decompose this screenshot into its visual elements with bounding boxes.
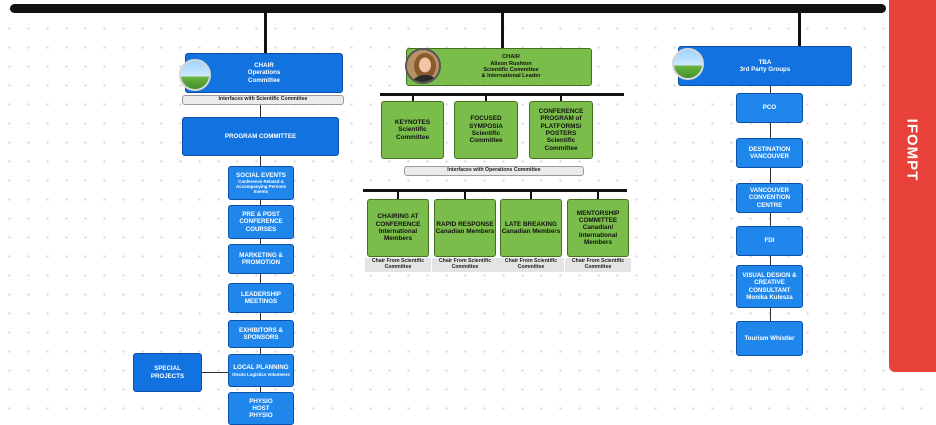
focused-symposia-title: FOCUSED SYMPOSIA — [469, 115, 503, 130]
scientific-chair-line1: CHAIR — [502, 54, 520, 61]
keynotes-title: KEYNOTES — [394, 118, 431, 126]
third-party-avatar — [672, 48, 704, 80]
side-tab[interactable] — [889, 0, 936, 372]
scientific-interface-note: Interfaces with Operations Committee — [404, 166, 584, 176]
focused-symposia-box[interactable]: FOCUSED SYMPOSIA Scientific Committee — [454, 101, 518, 159]
center-top-hline — [380, 93, 624, 96]
visual-design-sub: Monika Kulesza — [746, 293, 793, 301]
conference-program-box[interactable]: CONFERENCE PROGRAM of PLATFORMS/ POSTERS… — [529, 101, 593, 159]
mentorship-sub: Canadian/ International Members — [578, 224, 618, 247]
platforms-drop — [560, 93, 562, 101]
mentorship-title: MENTORSHIP COMMITTEE — [576, 209, 620, 224]
right-spine-line — [770, 86, 771, 348]
rapid-response-sub: Canadian Members — [435, 228, 495, 235]
late-breaking-title: LATE BREAKING — [504, 220, 558, 228]
pre-post-courses-box[interactable]: PRE & POST CONFERENCE COURSES — [228, 205, 294, 239]
operations-chair-line3: Committee — [248, 76, 280, 84]
tourism-whistler-box[interactable]: Tourism Whistler — [736, 321, 803, 356]
keynotes-drop — [412, 93, 414, 101]
mentorship-note: Chair From Scientific Committee — [565, 258, 631, 272]
conference-program-title: CONFERENCE PROGRAM of PLATFORMS/ POSTERS — [538, 107, 584, 137]
late-breaking-sub: Canadian Members — [501, 228, 561, 235]
person-portrait-icon — [407, 50, 439, 82]
pco-box[interactable]: PCO — [736, 93, 803, 123]
vancouver-convention-centre-box[interactable]: VANCOUVER CONVENTION CENTRE — [736, 183, 803, 213]
third-party-chair-box[interactable]: TBA 3rd Party Groups — [678, 46, 852, 86]
chair-photo — [405, 48, 441, 84]
focused-symposia-sub: Scientific Committee — [469, 130, 503, 145]
operations-chair-box[interactable]: CHAIR Operations Committee — [185, 53, 343, 93]
program-committee-box[interactable]: PROGRAM COMMITTEE — [182, 117, 339, 156]
chairing-sub: International Members — [378, 228, 418, 243]
special-projects-box[interactable]: SPECIAL PROJECTS — [133, 353, 202, 392]
side-tab-label: IFOMPT — [903, 118, 921, 182]
visual-design-box[interactable]: VISUAL DESIGN & CREATIVE CONSULTANT Moni… — [736, 265, 803, 308]
marketing-promotion-box[interactable]: MARKETING & PROMOTION — [228, 244, 294, 274]
left-drop-line — [264, 12, 267, 54]
chairing-box[interactable]: CHAIRING AT CONFERENCE International Mem… — [367, 199, 429, 257]
fdi-box[interactable]: FDI — [736, 226, 803, 256]
rapid-drop — [464, 189, 466, 199]
chairing-note: Chair From Scientific Committee — [365, 258, 431, 272]
center-bottom-hline — [363, 189, 627, 192]
third-party-chair-line2: 3rd Party Groups — [739, 66, 791, 73]
third-party-chair-line1: TBA — [758, 58, 772, 66]
rapid-response-title: RAPID RESPONSE — [436, 220, 494, 228]
visual-design-title: VISUAL DESIGN & CREATIVE CONSULTANT — [742, 272, 797, 294]
top-connector-line — [10, 4, 886, 13]
local-planning-title: LOCAL PLANNING — [233, 364, 289, 372]
symposia-drop — [485, 93, 487, 101]
center-drop-line — [501, 12, 504, 48]
late-note: Chair From Scientific Committee — [498, 258, 564, 272]
mentorship-box[interactable]: MENTORSHIP COMMITTEE Canadian/ Internati… — [567, 199, 629, 257]
social-events-sub: Conference Related & Accompanying Person… — [235, 178, 287, 195]
chairing-title: CHAIRING AT CONFERENCE — [375, 213, 421, 228]
late-breaking-box[interactable]: LATE BREAKING Canadian Members — [500, 199, 562, 257]
social-events-box[interactable]: SOCIAL EVENTS Conference Related & Accom… — [228, 166, 294, 200]
destination-vancouver-box[interactable]: DESTINATION VANCOUVER — [736, 138, 803, 168]
scientific-chair-line3: Scientific Committee — [483, 67, 539, 73]
operations-chair-line1: CHAIR — [254, 62, 274, 70]
local-planning-box[interactable]: LOCAL PLANNING Onsite Logistics Voluntee… — [228, 354, 294, 387]
leadership-meetings-box[interactable]: LEADERSHIP MEETINGS — [228, 283, 294, 313]
scientific-chair-line4: & International Leader — [481, 73, 541, 80]
local-planning-sub: Onsite Logistics Volunteers — [232, 371, 290, 377]
chairing-drop — [397, 189, 399, 199]
exhibitors-sponsors-box[interactable]: EXHIBITORS & SPONSORS — [228, 320, 294, 348]
special-projects-connector — [200, 372, 228, 373]
keynotes-sub: Scientific Committee — [395, 126, 430, 141]
late-drop — [530, 189, 532, 199]
right-drop-line — [798, 12, 801, 46]
keynotes-box[interactable]: KEYNOTES Scientific Committee — [381, 101, 444, 159]
conference-program-sub: Scientific Committee — [544, 137, 578, 152]
social-events-title: SOCIAL EVENTS — [236, 171, 286, 179]
mentorship-drop — [597, 189, 599, 199]
operations-chair-avatar — [179, 59, 211, 91]
rapid-response-box[interactable]: RAPID RESPONSE Canadian Members — [434, 199, 496, 257]
operations-interface-note: Interfaces with Scientific Committee — [182, 95, 344, 105]
operations-chair-line2: Operations — [247, 69, 281, 77]
rapid-note: Chair From Scientific Committee — [432, 258, 498, 272]
physio-host-box[interactable]: PHYSIO HOST PHYSIO — [228, 392, 294, 425]
scientific-chair-line2: Alison Rushton — [490, 60, 532, 67]
